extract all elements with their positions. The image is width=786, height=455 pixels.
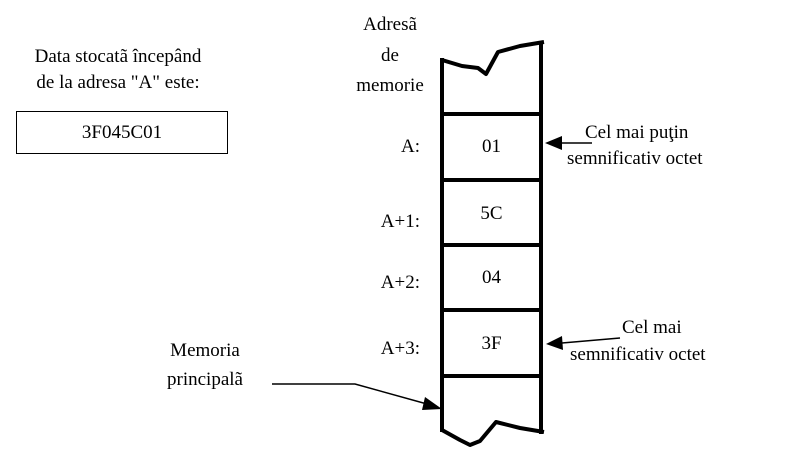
cell-value-a1: 5C: [480, 203, 503, 224]
address-label-a1: A+1:: [380, 211, 420, 232]
memory-label-pointer-line: [272, 383, 428, 405]
arrow-most-significant-shaft: [561, 337, 621, 344]
stored-value-box: 3F045C01: [16, 111, 228, 154]
address-label-a: A:: [401, 136, 420, 157]
column-header-line1: Adresã: [363, 14, 417, 35]
annotation-most-significant-line1: Cel mai: [622, 317, 682, 338]
arrow-most-significant-head: [546, 336, 563, 350]
stored-value: 3F045C01: [81, 121, 163, 143]
memory-label-line2: principalã: [167, 369, 243, 390]
cell-value-a3: 3F: [481, 333, 502, 354]
annotation-least-significant-line1: Cel mai puţin: [585, 122, 689, 143]
memory-label-pointer-head: [422, 397, 442, 410]
column-header-line2: de: [381, 45, 399, 66]
annotation-most-significant-line2: semnificativ octet: [570, 344, 706, 365]
cell-value-a: 01: [482, 136, 501, 157]
address-label-a3: A+3:: [380, 338, 420, 359]
annotation-least-significant-line2: semnificativ octet: [567, 148, 703, 169]
stored-data-caption-line1: Data stocatã începând: [34, 46, 202, 67]
address-label-a2: A+2:: [380, 272, 420, 293]
memory-column-top-edge: [441, 40, 545, 76]
column-header-line3: memorie: [356, 75, 424, 96]
arrow-least-significant-head: [545, 136, 562, 150]
cell-value-a2: 04: [482, 267, 501, 288]
stored-data-caption-line2: de la adresa "A" este:: [36, 72, 200, 93]
memory-column-bottom-edge: [441, 420, 545, 447]
memory-label-line1: Memoria: [170, 340, 240, 361]
